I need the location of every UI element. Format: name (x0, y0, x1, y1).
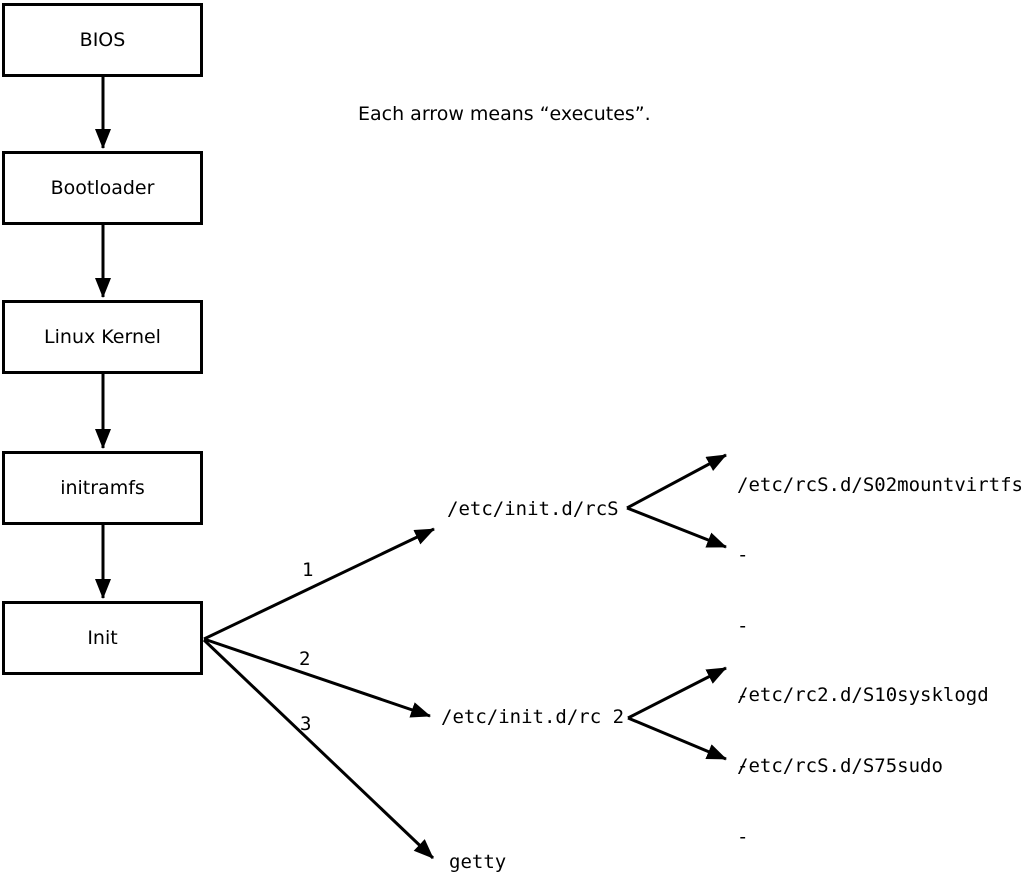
arrow-init-to-getty (202, 638, 435, 860)
getty-label: getty (449, 851, 507, 873)
arrow-rcs-to-first-script (626, 453, 727, 510)
rc2-script-ellipsis-2: - (737, 826, 749, 848)
rc2-scripts-list: /etc/rc2.d/S10sysklogd - - - /etc/rc2.d/… (737, 638, 989, 875)
box-bios: BIOS (2, 3, 203, 77)
rcs-script-last: /etc/rcS.d/S75sudo (737, 755, 943, 777)
box-initramfs-label: initramfs (60, 477, 145, 499)
rc2-script-first: /etc/rc2.d/S10sysklogd (737, 684, 989, 706)
rcs-script-ellipsis-1: - (737, 544, 749, 567)
box-linux-kernel: Linux Kernel (2, 300, 203, 374)
note-text: Each arrow means “executes”. (358, 103, 651, 125)
arrow-rcs-to-last-script (626, 506, 727, 549)
arrow-init-to-rc2 (203, 637, 431, 718)
arrow-rc2-to-last-script (627, 716, 727, 761)
rcs-scripts-list: /etc/rcS.d/S02mountvirtfs - - - /etc/rcS… (737, 428, 1023, 823)
rcs-script-label: /etc/init.d/rcS (447, 498, 619, 520)
rc2-script-ellipsis-1: - (737, 755, 749, 777)
box-initramfs: initramfs (2, 451, 203, 525)
rcs-script-ellipsis-3: - (737, 684, 749, 707)
arrow-number-3: 3 (300, 713, 312, 735)
box-bootloader-label: Bootloader (50, 177, 155, 199)
box-bootloader: Bootloader (2, 151, 203, 225)
box-linux-kernel-label: Linux Kernel (44, 326, 161, 348)
arrow-number-2: 2 (299, 648, 311, 670)
rc2-script-label: /etc/init.d/rc 2 (441, 706, 625, 728)
box-init-label: Init (87, 627, 118, 649)
box-init: Init (2, 601, 203, 675)
arrow-init-to-rcs (203, 527, 435, 641)
rcs-script-ellipsis-2: - (737, 614, 749, 637)
arrow-rc2-to-first-script (627, 666, 727, 720)
arrow-number-1: 1 (302, 559, 314, 581)
box-bios-label: BIOS (79, 29, 126, 51)
rcs-script-first: /etc/rcS.d/S02mountvirtfs (737, 474, 1023, 496)
